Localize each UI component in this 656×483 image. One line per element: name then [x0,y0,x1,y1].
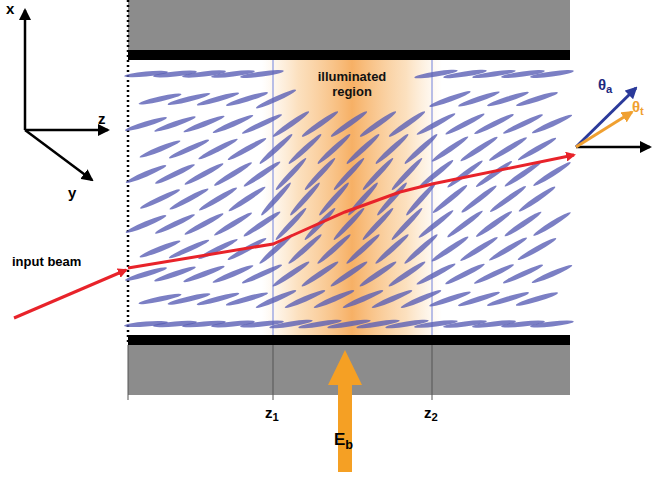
lc-molecule [531,113,573,136]
lc-molecule [345,232,381,265]
lc-molecule [255,88,297,111]
axis-label: z [98,110,106,127]
lc-molecule [327,318,371,330]
lc-molecule [531,263,573,285]
lc-molecule [227,185,267,214]
lc-molecule [486,90,529,109]
lc-molecule [240,68,284,79]
lc-molecule [274,156,308,192]
lc-molecule [530,69,574,80]
lc-molecule [298,318,342,330]
lc-molecule [530,319,574,329]
axis-label: y [68,184,76,201]
lc-molecule [517,236,558,262]
lc-molecule [227,136,268,162]
region-label: illuminated region [307,70,397,100]
lc-molecule [517,185,556,214]
lc-molecule [486,290,530,308]
lc-molecule [515,90,559,108]
axis-label: x [6,0,14,17]
lc-molecule [288,181,321,217]
lc-molecule [287,232,323,265]
lc-molecule [259,181,292,217]
lc-molecule [303,156,337,192]
lc-molecule [269,318,313,330]
lc-molecule [457,89,500,108]
lc-molecule [258,132,294,165]
lc-molecule [387,109,426,138]
axis-label: Eb [334,430,353,452]
axis-label: input beam [12,254,81,269]
input-beam [14,270,126,318]
lc-molecule [457,290,500,308]
lc-molecule [428,289,471,308]
lc-molecule [374,232,410,265]
lc-molecule [400,288,443,310]
lc-molecule [428,89,471,109]
lc-molecule [515,290,559,307]
lc-molecule [332,156,366,192]
lc-molecule [242,160,281,189]
lc-molecule [346,181,379,217]
lc-molecule [316,232,352,265]
lc-molecule [532,210,572,238]
lc-molecule [361,156,395,192]
lc-molecule [532,160,572,188]
axis-label: θa [598,76,612,95]
lc-molecule [387,260,427,289]
axis-label: θt [632,98,644,117]
illuminated-band: illuminated region [262,70,442,100]
axis-label: z1 [265,404,279,423]
lc-molecule [356,318,400,330]
beam-path [128,155,574,268]
lc-molecule [242,210,282,239]
lc-molecule [502,263,544,286]
axis-label: z2 [424,404,438,423]
